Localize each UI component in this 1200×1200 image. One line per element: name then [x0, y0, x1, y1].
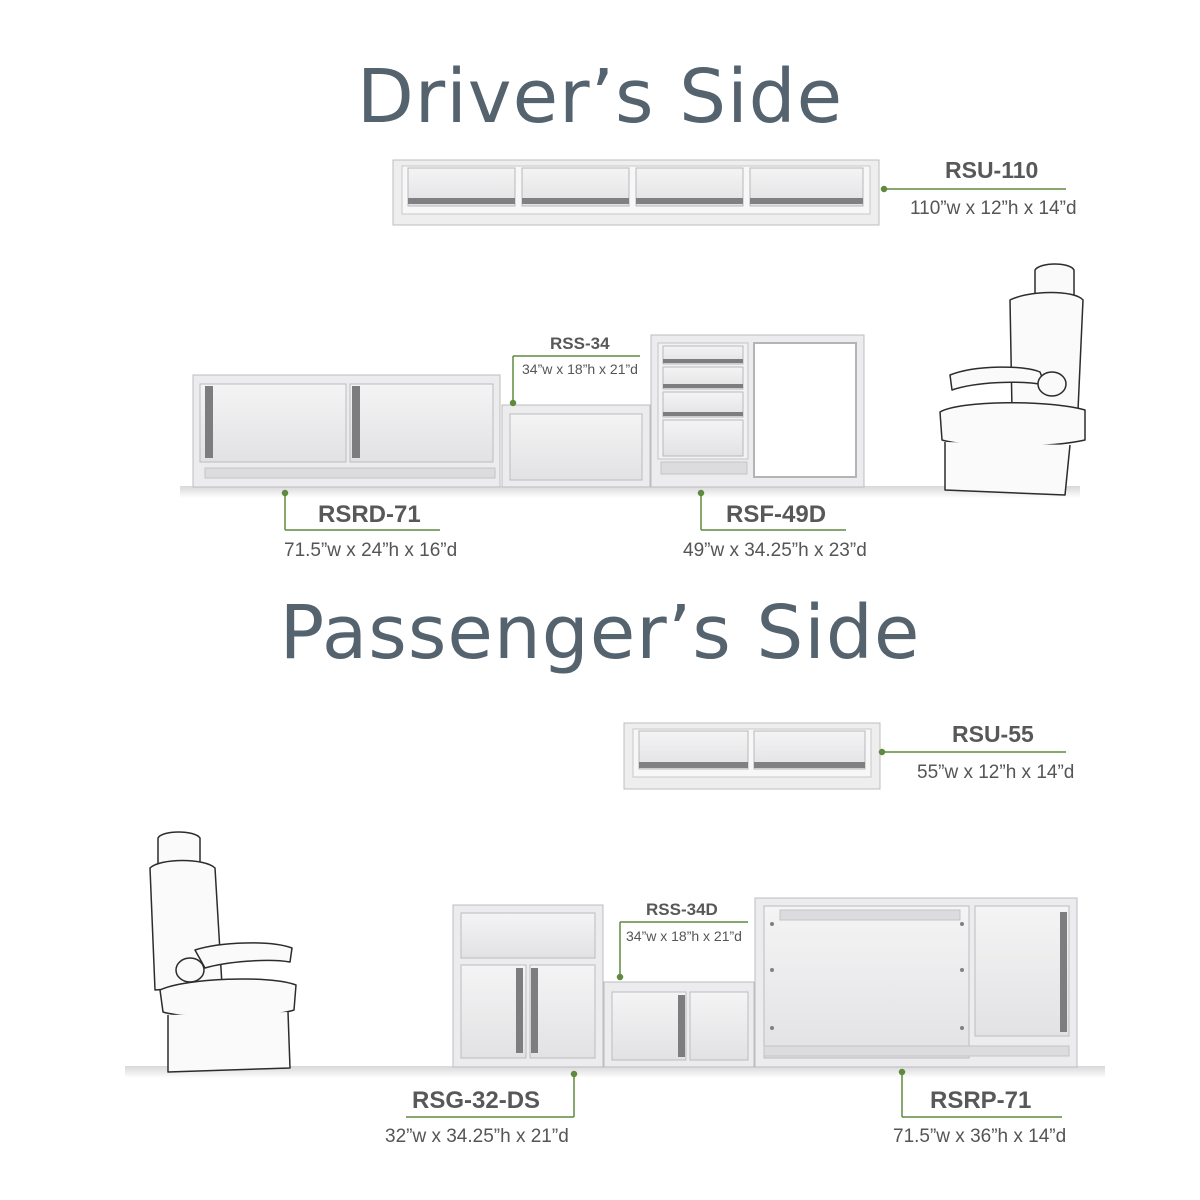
rsrp-71-cabinet — [754, 897, 1078, 1068]
rsu-55-cabinet — [623, 722, 881, 790]
rss-34d-cabinet — [603, 981, 755, 1068]
passenger-seat — [149, 831, 297, 1073]
dimensions: 32”w x 34.25”h x 21”d — [385, 1126, 569, 1147]
model-name: RSS-34D — [646, 900, 718, 919]
model-name: RSRP-71 — [930, 1087, 1032, 1114]
driver-side-heading: Driver’s Side — [356, 54, 844, 140]
rsg-32-ds-cabinet — [452, 904, 604, 1068]
model-name: RSG-32-DS — [412, 1087, 541, 1114]
rsu-110-cabinet — [392, 159, 880, 226]
rsrd-71-cabinet — [192, 374, 501, 488]
floor-shadow-2 — [125, 1066, 1105, 1078]
leader-lines — [281, 185, 1066, 1118]
dimensions: 34”w x 18”h x 21”d — [522, 361, 638, 377]
dimensions: 34”w x 18”h x 21”d — [626, 928, 742, 944]
dimensions: 110”w x 12”h x 14”d — [910, 198, 1077, 219]
dimensions: 71.5”w x 36”h x 14”d — [893, 1126, 1067, 1147]
model-name: RSRD-71 — [318, 501, 421, 528]
rss-34-cabinet — [501, 404, 651, 488]
dimensions: 55”w x 12”h x 14”d — [917, 762, 1075, 783]
passenger-side-heading: Passenger’s Side — [279, 590, 921, 676]
driver-seat — [939, 263, 1086, 496]
floor-shadow — [180, 486, 1080, 498]
model-name: RSU-110 — [945, 157, 1039, 183]
rsf-49d-cabinet — [650, 334, 865, 488]
model-name: RSF-49D — [726, 501, 827, 528]
dimensions: 49”w x 34.25”h x 23”d — [683, 540, 867, 561]
dimensions: 71.5”w x 24”h x 16”d — [284, 540, 458, 561]
model-name: RSS-34 — [550, 334, 610, 353]
model-name: RSU-55 — [952, 721, 1034, 747]
